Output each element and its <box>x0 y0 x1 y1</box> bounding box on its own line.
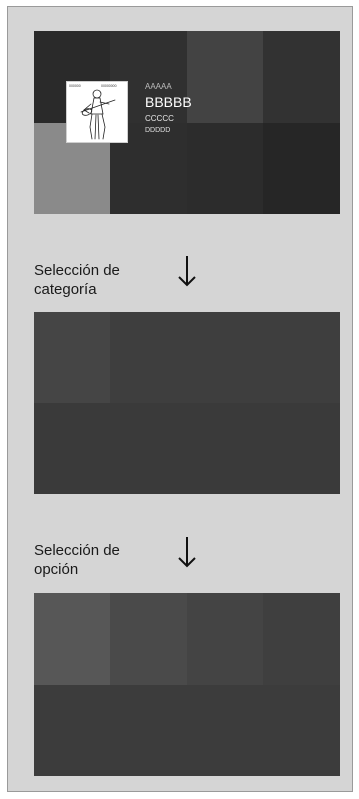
tile <box>263 123 340 214</box>
cover-label-right: 00000000 <box>101 84 117 88</box>
caption-line: categoría <box>34 281 97 298</box>
album-cover: 000000 00000000 <box>66 81 128 143</box>
tile-selected <box>34 593 110 685</box>
caption-line: opción <box>34 561 79 578</box>
track-title: BBBBB <box>145 94 192 110</box>
tile <box>34 685 340 776</box>
tile <box>187 31 263 123</box>
cover-label-left: 000000 <box>69 84 81 88</box>
tile-selected <box>34 312 110 403</box>
track-meta-line3: CCCCC <box>145 114 174 123</box>
tile <box>110 312 340 403</box>
down-arrow-icon <box>178 256 196 287</box>
caption-line: Selección de <box>34 542 120 559</box>
guitarist-icon <box>80 89 116 140</box>
tile <box>187 123 263 214</box>
step-caption-category: Selección de categoría <box>34 261 120 299</box>
down-arrow-icon <box>178 537 196 568</box>
tile <box>34 403 340 494</box>
tile <box>110 593 187 685</box>
tile <box>187 593 263 685</box>
track-meta-line4: DDDDD <box>145 127 171 134</box>
option-selection-screen <box>34 593 340 776</box>
tile <box>263 31 340 123</box>
caption-line: Selección de <box>34 262 120 279</box>
tile <box>263 593 340 685</box>
step-caption-option: Selección de opción <box>34 541 120 579</box>
track-meta-line1: AAAAA <box>145 82 172 91</box>
category-selection-screen <box>34 312 340 494</box>
